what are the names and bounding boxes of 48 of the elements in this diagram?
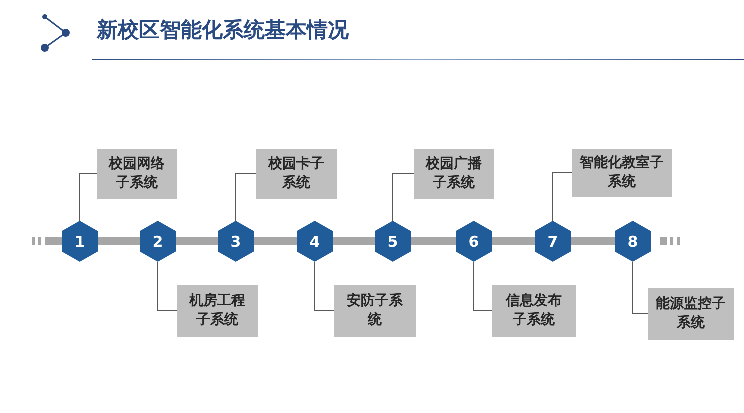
step-hexagon	[62, 221, 98, 262]
step-number: 6	[468, 232, 480, 250]
timeline-bar	[571, 238, 615, 246]
leader-line	[236, 174, 256, 222]
timeline-bar	[411, 238, 456, 246]
timeline-bar	[98, 238, 140, 246]
step-number: 3	[230, 232, 242, 250]
card-text: 校园广播子系统	[424, 155, 483, 193]
leader-line	[158, 262, 178, 312]
title: 新校区智能化系统基本情况	[97, 17, 349, 44]
step-hexagon	[456, 221, 492, 262]
subsystem-card	[414, 149, 494, 199]
step-hexagon	[535, 221, 571, 262]
leader-line	[552, 172, 572, 222]
subsystem-card	[177, 285, 258, 337]
card-text: 校园卡子系统	[267, 155, 326, 193]
step-number: 7	[548, 232, 558, 250]
step-hexagon	[140, 221, 176, 262]
step-hexagon	[297, 221, 333, 262]
card-text: 校园网络子系统	[108, 155, 166, 193]
timeline-bar	[333, 238, 375, 246]
leader-line	[392, 174, 414, 222]
step-hexagon	[218, 221, 254, 262]
subsystem-card	[97, 149, 177, 199]
subsystem-card	[492, 285, 576, 337]
leader-line	[632, 262, 648, 314]
step-number: 4	[310, 232, 320, 250]
leader-line	[474, 262, 492, 312]
leader-line	[314, 262, 334, 312]
step-number: 2	[152, 232, 164, 250]
timeline-bar	[492, 238, 535, 246]
step-number: 1	[74, 232, 86, 250]
subsystem-card	[334, 285, 416, 337]
step-number: 5	[388, 232, 398, 250]
subsystem-card	[256, 149, 337, 199]
leader-line	[80, 174, 98, 222]
card-text: 能源监控子系统	[656, 295, 726, 333]
card-text: 机房工程子系统	[188, 292, 246, 330]
card-text: 智能化教室子系统	[580, 154, 664, 192]
step-number: 8	[628, 232, 638, 250]
subsystem-card	[648, 288, 734, 340]
step-hexagon	[615, 221, 651, 262]
subsystem-card	[572, 149, 672, 197]
timeline-bar	[254, 238, 297, 246]
card-text: 信息发布子系统	[504, 292, 563, 330]
step-hexagon	[375, 221, 411, 262]
timeline-bar	[176, 238, 218, 246]
card-text: 安防子系统	[346, 292, 404, 330]
